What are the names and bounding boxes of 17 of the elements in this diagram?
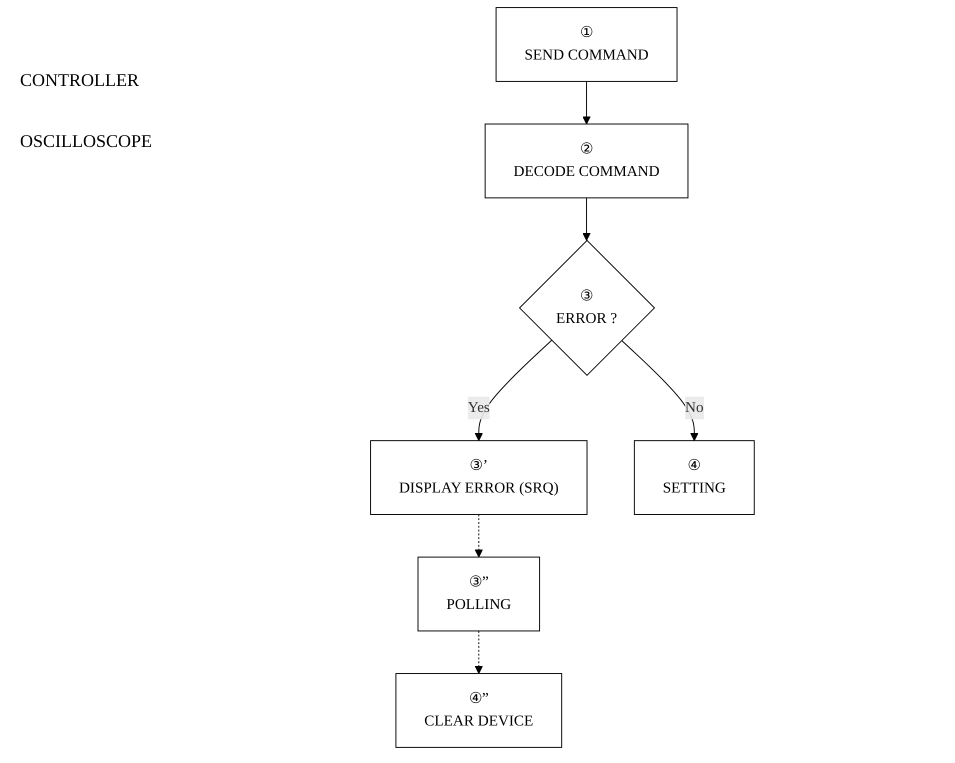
arrow xyxy=(474,514,484,558)
node-box: ① SEND COMMAND xyxy=(496,7,678,82)
lane-label: OSCILLOSCOPE xyxy=(19,131,154,152)
arrow xyxy=(621,340,699,442)
edge-label: No xyxy=(685,399,704,416)
node-box: ② DECODE COMMAND xyxy=(484,124,689,198)
lane-label: CONTROLLER xyxy=(19,70,140,91)
node-box: ③” POLLING xyxy=(418,556,540,632)
node-box: ③’ DISPLAY ERROR (SRQ) xyxy=(370,440,588,515)
node-box: ④ SETTING xyxy=(634,440,755,515)
arrow xyxy=(582,197,591,241)
node-diamond: ③ ERROR ? xyxy=(519,240,656,376)
edge-label: Yes xyxy=(468,399,490,416)
arrow xyxy=(474,630,484,674)
arrow xyxy=(582,80,591,124)
node-box: ④” CLEAR DEVICE xyxy=(396,673,562,748)
arrow xyxy=(474,340,552,442)
